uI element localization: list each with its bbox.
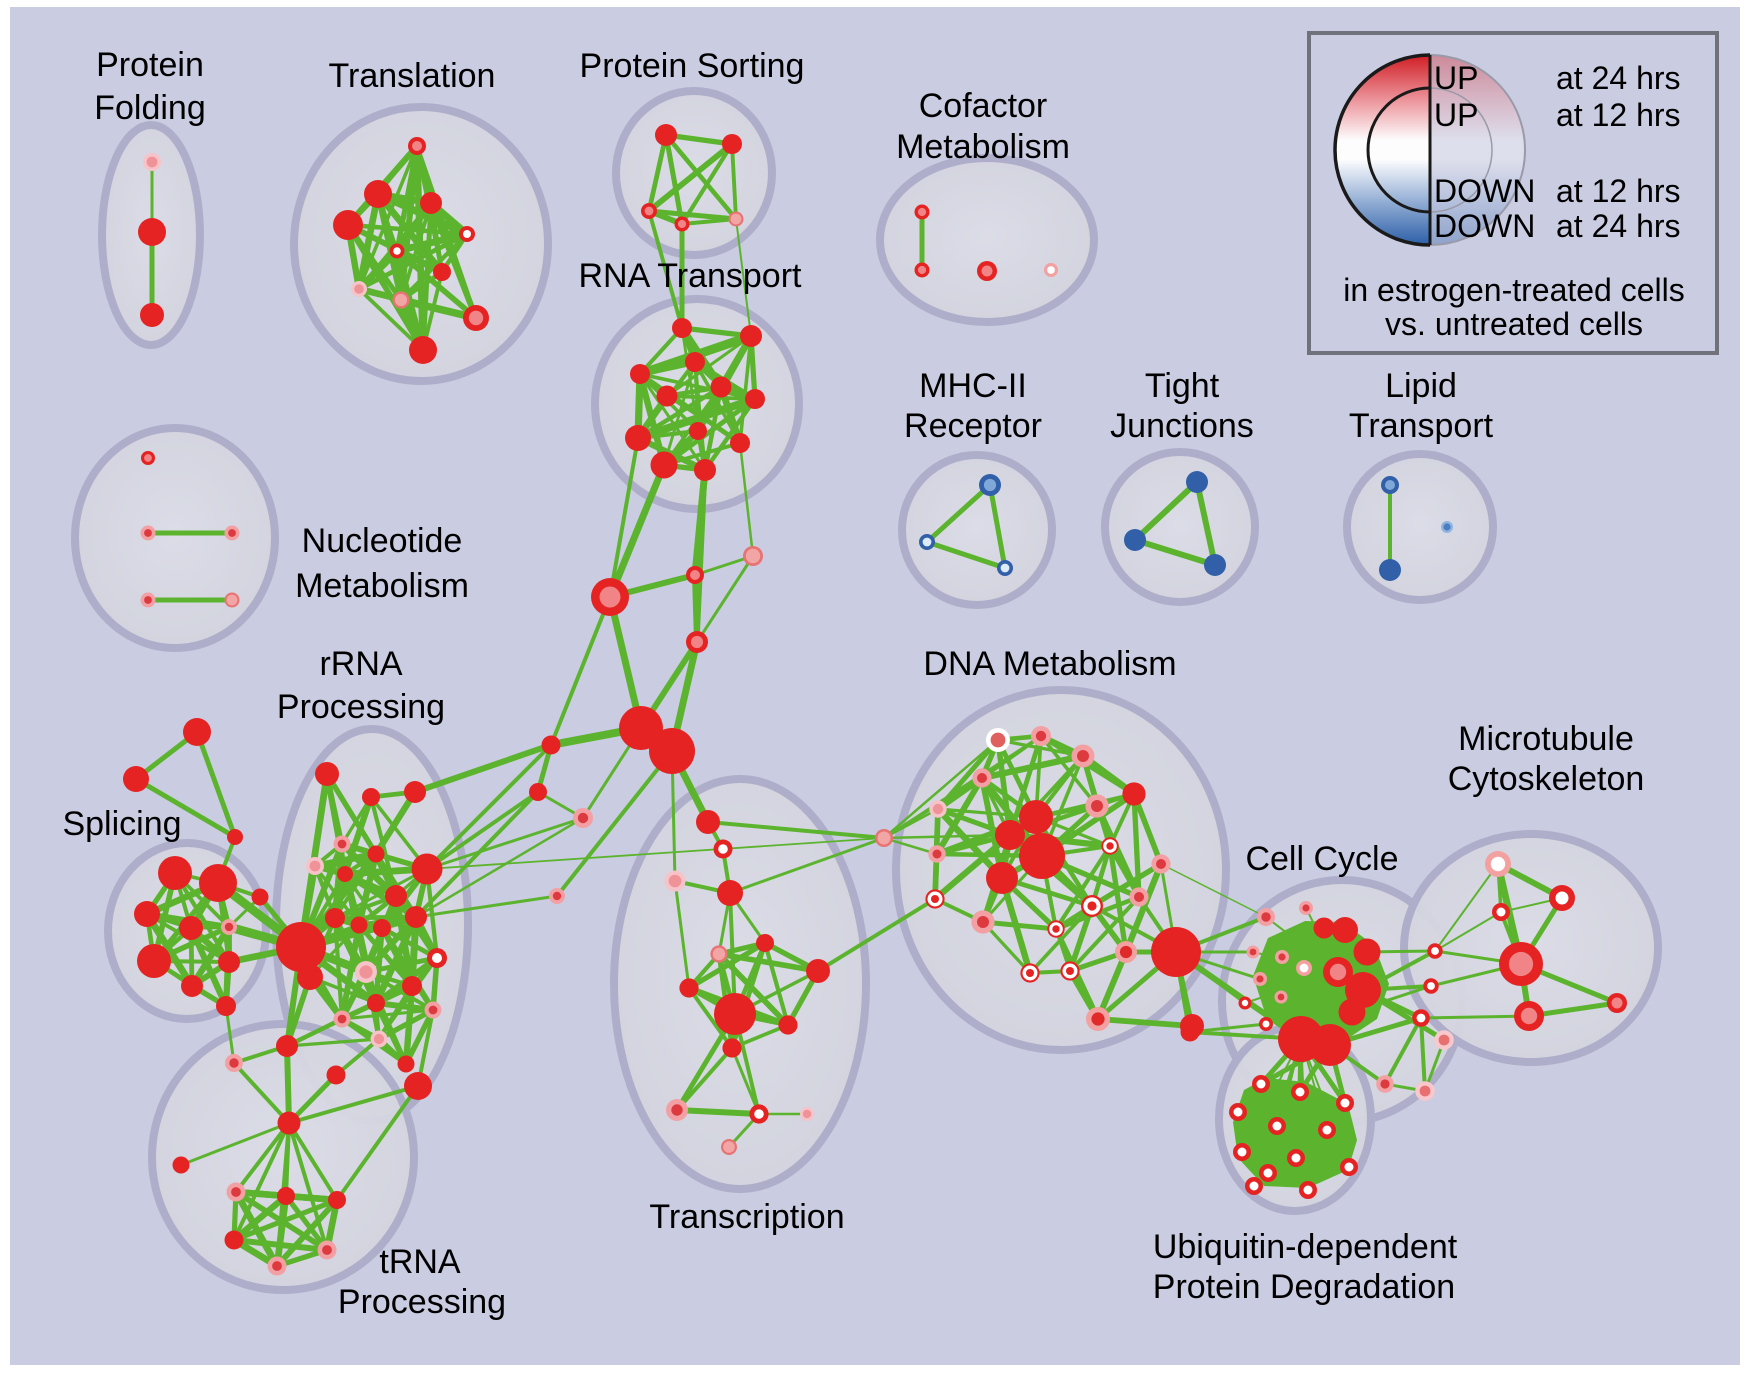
svg-text:at 12 hrs: at 12 hrs: [1556, 173, 1681, 209]
svg-text:Ubiquitin-dependent: Ubiquitin-dependent: [1153, 1228, 1458, 1266]
svg-text:Lipid: Lipid: [1385, 367, 1457, 405]
svg-text:DNA Metabolism: DNA Metabolism: [923, 645, 1176, 683]
svg-text:Metabolism: Metabolism: [896, 128, 1070, 166]
svg-text:Tight: Tight: [1145, 367, 1220, 405]
svg-text:at 12 hrs: at 12 hrs: [1556, 97, 1681, 133]
svg-text:Splicing: Splicing: [62, 805, 181, 843]
svg-text:vs. untreated cells: vs. untreated cells: [1385, 306, 1643, 342]
svg-text:Metabolism: Metabolism: [295, 567, 469, 605]
svg-text:Cell Cycle: Cell Cycle: [1245, 840, 1398, 878]
svg-text:at 24 hrs: at 24 hrs: [1556, 60, 1681, 96]
svg-text:UP: UP: [1434, 60, 1478, 96]
svg-text:Processing: Processing: [277, 688, 445, 726]
svg-text:Transcription: Transcription: [649, 1198, 844, 1236]
svg-text:in estrogen-treated cells: in estrogen-treated cells: [1343, 272, 1685, 308]
svg-text:Junctions: Junctions: [1110, 407, 1254, 445]
svg-text:Translation: Translation: [329, 57, 496, 95]
svg-text:Receptor: Receptor: [904, 407, 1042, 445]
svg-text:Protein Sorting: Protein Sorting: [580, 47, 805, 85]
svg-text:DOWN: DOWN: [1434, 173, 1535, 209]
svg-text:Nucleotide: Nucleotide: [302, 522, 463, 560]
svg-text:MHC-II: MHC-II: [919, 367, 1027, 405]
svg-text:Folding: Folding: [94, 89, 206, 127]
svg-text:Cytoskeleton: Cytoskeleton: [1448, 760, 1645, 798]
svg-text:RNA Transport: RNA Transport: [579, 257, 803, 295]
svg-text:Cofactor: Cofactor: [919, 87, 1048, 125]
svg-text:tRNA: tRNA: [379, 1243, 461, 1281]
svg-text:rRNA: rRNA: [319, 645, 402, 683]
svg-text:Processing: Processing: [338, 1283, 506, 1321]
svg-text:Protein: Protein: [96, 46, 204, 84]
svg-text:Protein Degradation: Protein Degradation: [1153, 1268, 1455, 1306]
svg-text:Transport: Transport: [1349, 407, 1494, 445]
svg-text:UP: UP: [1434, 97, 1478, 133]
svg-text:at 24 hrs: at 24 hrs: [1556, 208, 1681, 244]
svg-text:Microtubule: Microtubule: [1458, 720, 1634, 758]
svg-text:DOWN: DOWN: [1434, 208, 1535, 244]
